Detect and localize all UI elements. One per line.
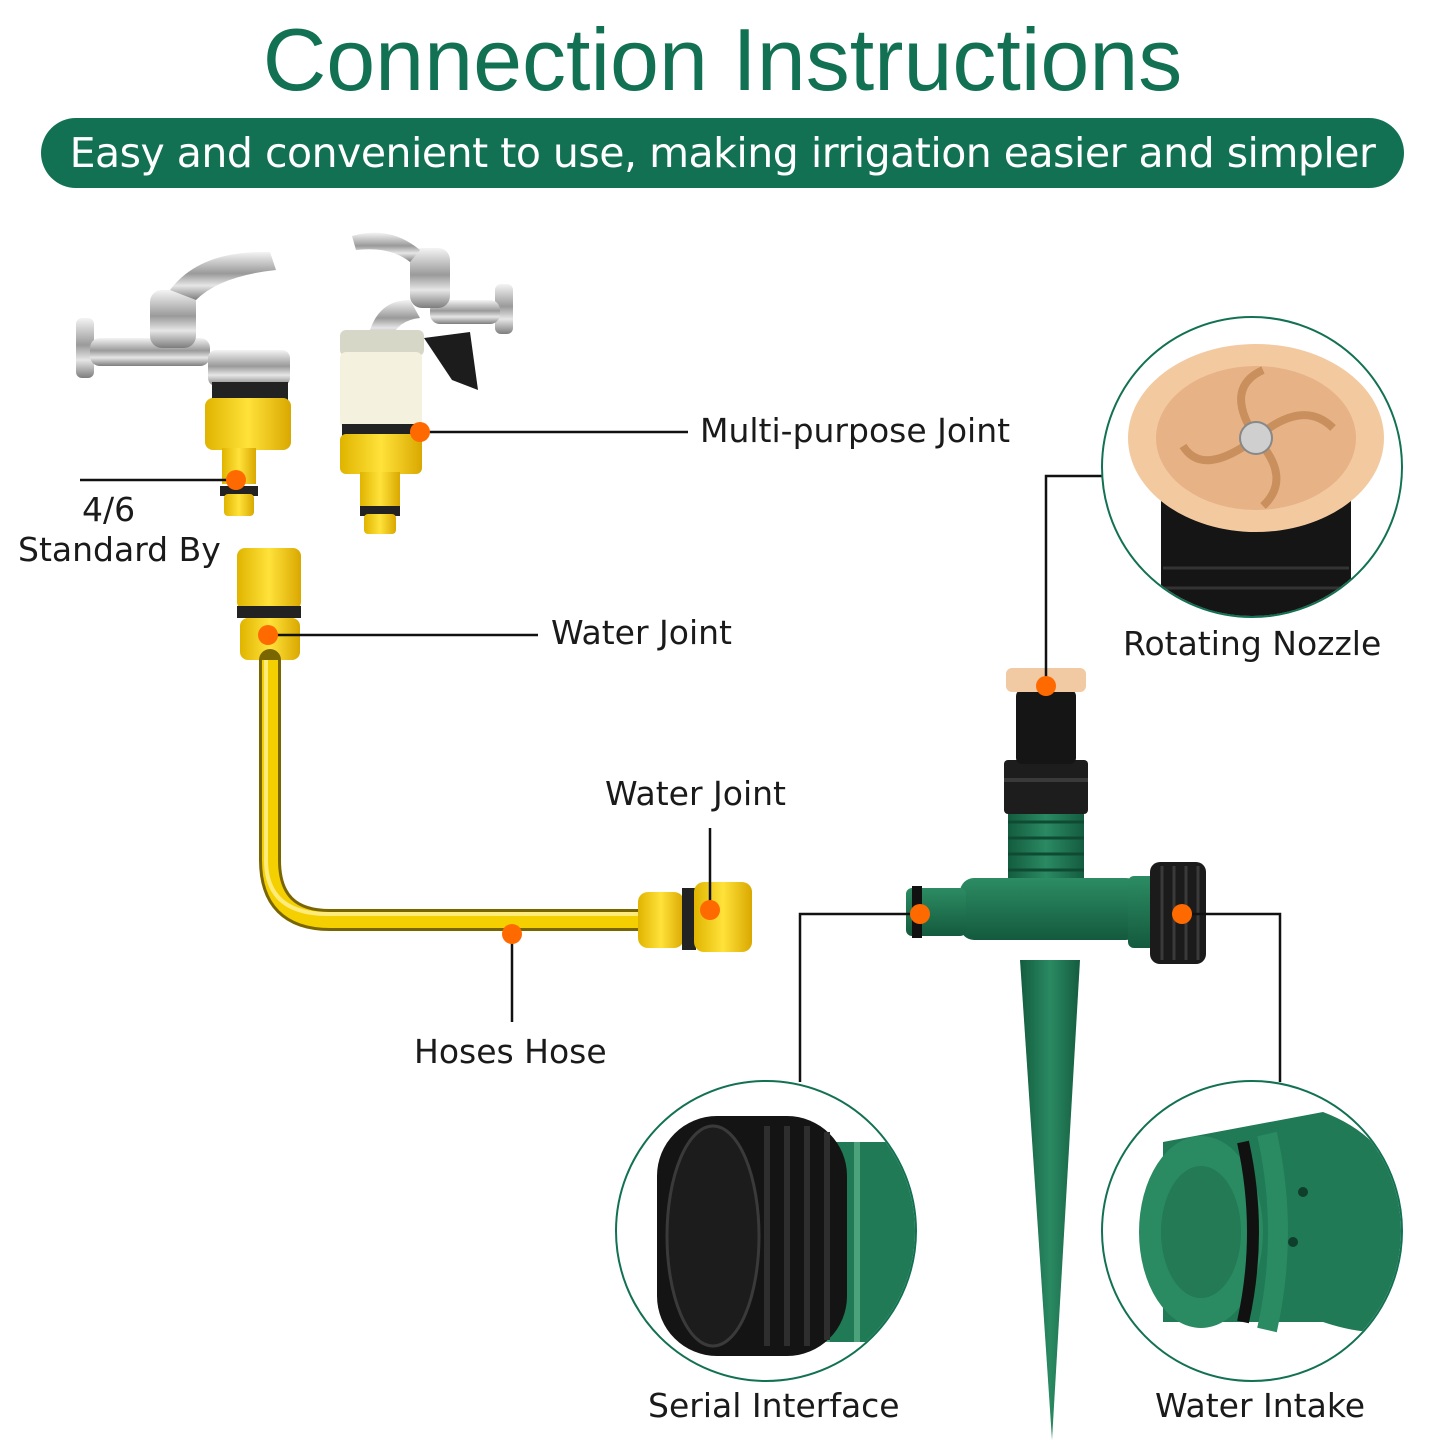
rotating-nozzle-image xyxy=(1128,344,1384,616)
water-joint-right-part xyxy=(638,882,752,952)
marker-multi-purpose-joint xyxy=(410,422,430,442)
marker-standard xyxy=(226,470,246,490)
nozzle-detail-circle xyxy=(1101,316,1403,618)
marker-hose xyxy=(502,924,522,944)
hose xyxy=(259,649,651,931)
marker-serial-interface xyxy=(910,904,930,924)
serial-interface-detail-circle xyxy=(615,1080,917,1382)
marker-nozzle xyxy=(1036,676,1056,696)
label-standard-line2: Standard By xyxy=(18,530,221,569)
subtitle-banner: Easy and convenient to use, making irrig… xyxy=(41,118,1404,188)
marker-water-joint-right xyxy=(700,900,720,920)
water-intake-image xyxy=(1139,1112,1401,1333)
label-water-joint-right: Water Joint xyxy=(605,774,786,813)
page-title: Connection Instructions xyxy=(262,10,1183,109)
serial-interface-image xyxy=(657,1116,915,1356)
label-multi-purpose-joint: Multi-purpose Joint xyxy=(700,411,1011,450)
leader-lines xyxy=(80,430,1282,1082)
label-serial-interface: Serial Interface xyxy=(648,1386,900,1425)
label-water-intake: Water Intake xyxy=(1155,1386,1366,1425)
marker-water-joint-top xyxy=(258,625,278,645)
label-standard-line1: 4/6 xyxy=(82,490,136,529)
marker-water-intake xyxy=(1172,904,1192,924)
label-hoses-hose: Hoses Hose xyxy=(414,1032,607,1071)
label-rotating-nozzle: Rotating Nozzle xyxy=(1123,624,1382,663)
label-water-joint-top: Water Joint xyxy=(551,613,732,652)
faucet-right xyxy=(340,232,513,534)
water-intake-detail-circle xyxy=(1101,1080,1403,1382)
faucet-left xyxy=(76,251,291,516)
